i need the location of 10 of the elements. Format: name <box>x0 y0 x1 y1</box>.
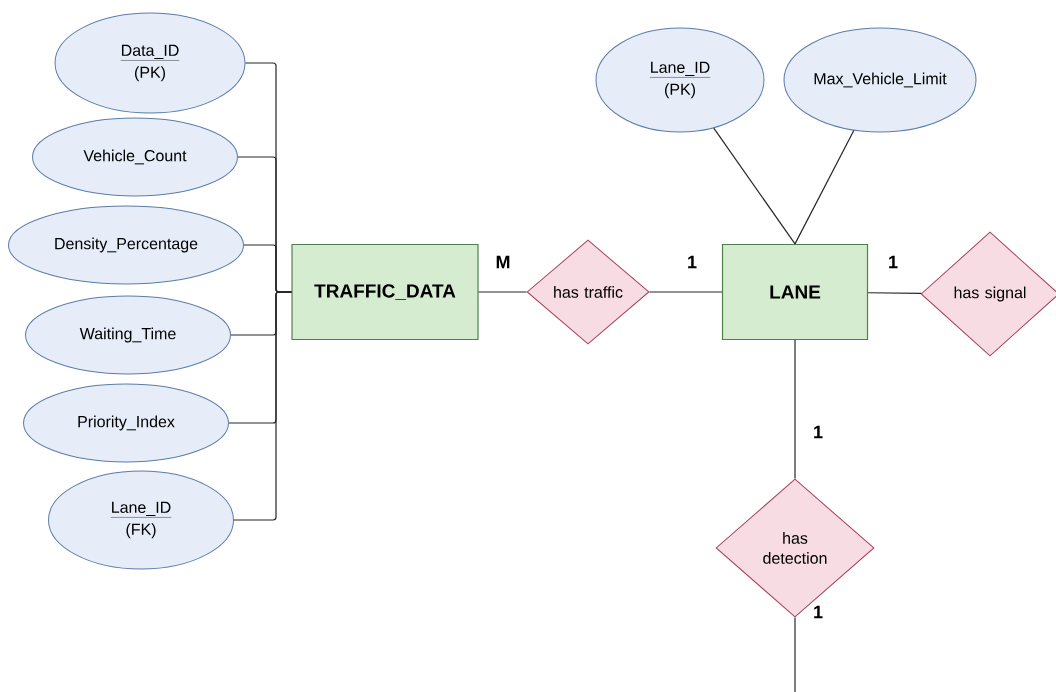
connector-line <box>713 127 796 245</box>
connector-line <box>478 291 528 293</box>
entity-box: TRAFFIC_DATA <box>291 243 479 341</box>
connector-line <box>794 616 796 692</box>
connector-line <box>867 292 922 294</box>
entity-box: LANE <box>721 243 869 341</box>
connector-line <box>648 291 723 293</box>
connector-line <box>794 339 796 480</box>
connector-line <box>233 291 292 521</box>
connector-line <box>794 129 855 245</box>
